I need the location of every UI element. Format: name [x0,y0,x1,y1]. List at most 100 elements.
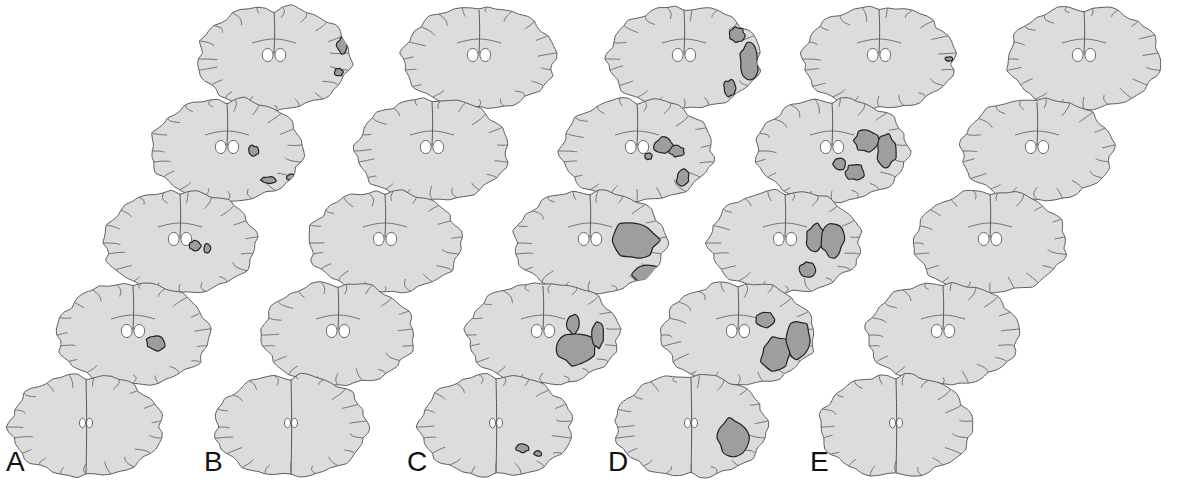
sulcus-line [495,161,508,163]
brain-slice [913,190,1066,294]
sulcus-line [415,100,417,106]
lesion-region [845,165,864,180]
sulcus-line [870,466,875,476]
sulcus-line [558,151,577,153]
sulcus-line [895,461,896,473]
sulcus-line [269,318,282,320]
slice-outline [615,374,769,477]
midline-fissure [479,10,481,54]
sulcus-line [963,159,975,162]
sulcus-line [999,312,1010,316]
sulcus-line [839,98,840,106]
sulcus-line [759,151,777,153]
sulcus-line [1034,187,1037,199]
sulcus-line [721,282,724,292]
sulcus-line [991,184,1000,189]
sulcus-line [824,435,833,438]
sulcus-line [409,42,426,46]
ventricle [672,48,683,61]
sulcus-line [234,221,247,225]
sulcus-line [342,404,358,408]
sulcus-line [125,457,135,467]
sulcus-line [552,436,572,439]
ventricle [1038,140,1049,153]
corpus-callosum [716,315,760,319]
slice-outline [103,190,258,292]
ventricle [726,324,737,337]
sulcus-line [399,311,409,314]
sulcus-line [423,274,432,282]
sulcus-line [500,99,504,107]
sulcus-line [1008,59,1018,60]
brain-slice [558,98,715,202]
sulcus-line [666,466,671,474]
sulcus-line [484,302,492,304]
sulcus-line [611,285,616,291]
lesion-region [676,169,688,186]
sulcus-line [619,81,633,86]
lesion-region [287,174,297,181]
sulcus-line [938,389,950,400]
sulcus-line [973,191,976,200]
sulcus-line [711,466,717,473]
sulcus-line [878,96,879,107]
ventricle [685,418,691,428]
sulcus-line [164,171,174,177]
slice-outline [913,190,1066,294]
sulcus-line [386,184,393,189]
sulcus-line [233,262,248,270]
sulcus-line [620,98,623,106]
sulcus-line [970,173,986,178]
sulcus-line [1001,329,1019,331]
sulcus-line [332,389,346,400]
sulcus-line [854,381,862,389]
sulcus-line [139,197,144,204]
sulcus-line [398,329,413,331]
slice-stack [819,7,1160,477]
midline-fissure [943,286,945,330]
lesion-region [877,134,896,168]
sulcus-line [963,151,978,153]
sulcus-line [495,463,496,473]
brain-slice [353,98,508,202]
sulcus-line [676,115,688,126]
sulcus-line [154,161,171,163]
sulcus-line [105,461,111,474]
sulcus-line [69,374,73,387]
sulcus-line [979,119,993,128]
sulcus-line [723,209,732,212]
midline-fissure [385,194,387,238]
midline-fissure [1037,102,1039,146]
sulcus-line [699,291,705,300]
sulcus-line [386,353,399,361]
sulcus-line [479,375,483,384]
sulcus-line [144,404,155,408]
slice-outline [353,98,508,202]
sulcus-line [158,289,164,297]
sulcus-line [424,437,437,439]
sulcus-line [896,366,906,374]
sulcus-line [556,420,572,421]
sulcus-line [87,365,97,372]
sulcus-line [263,345,275,347]
sulcus-line [610,66,623,70]
sulcus-line [170,366,180,373]
sulcus-line [989,283,990,293]
sulcus-line [412,85,421,87]
corpus-callosum [857,39,901,43]
sulcus-line [555,404,565,409]
sulcus-line [109,252,125,253]
sulcus-line [918,93,925,97]
brain-slice [103,190,258,292]
sulcus-line [288,145,303,146]
lesion-region [204,244,211,253]
sulcus-line [1139,35,1155,39]
sulcus-line [984,297,998,308]
sulcus-line [186,192,188,204]
ventricle [262,48,273,61]
sulcus-line [930,210,941,216]
sulcus-line [713,226,730,231]
sulcus-line [627,448,638,454]
sulcus-line [1094,128,1105,132]
sulcus-line [163,193,168,203]
